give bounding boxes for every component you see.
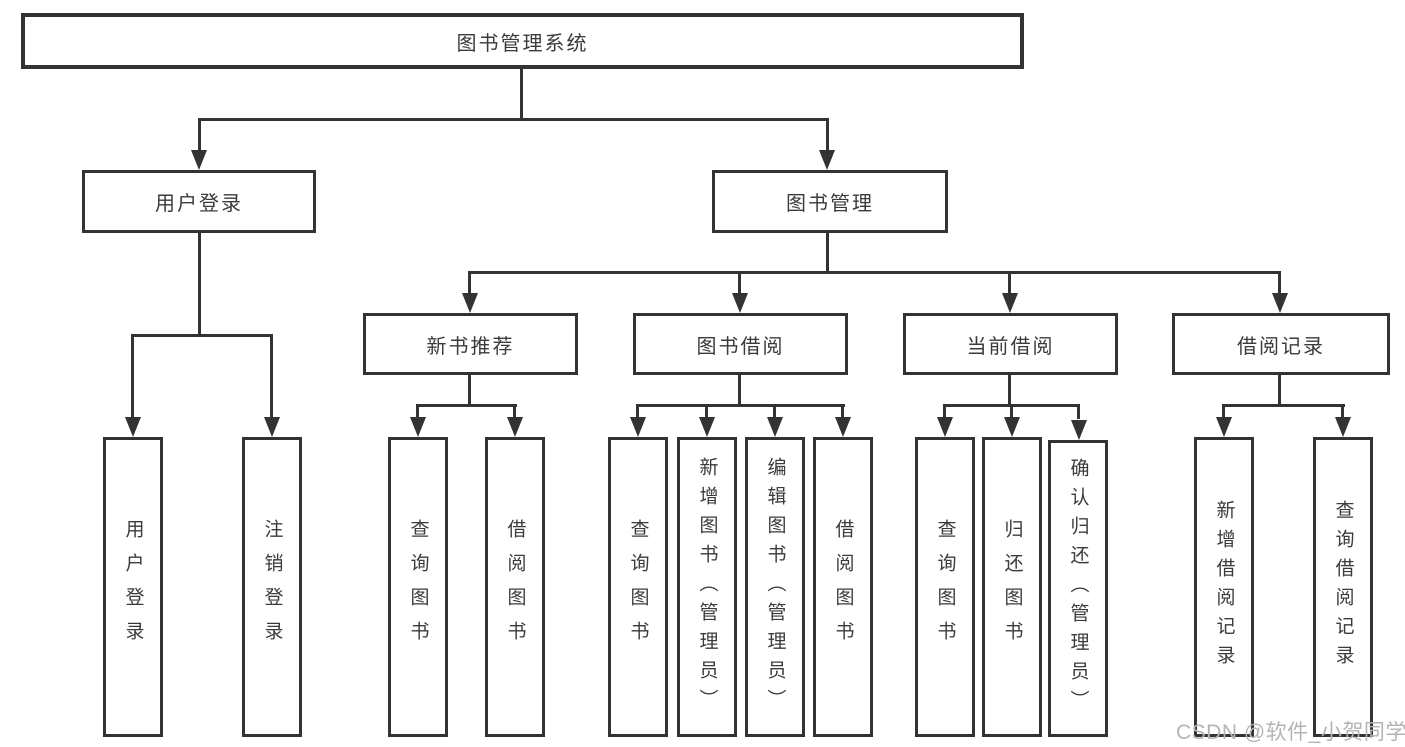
csdn-watermark: CSDN @软件_小贺同学 — [1176, 721, 1405, 744]
connector-vline — [513, 404, 516, 419]
arrow-down-icon — [937, 417, 953, 437]
node-book-borrowing: 图书借阅 — [633, 313, 848, 375]
connector-vline — [826, 118, 829, 152]
connector-hline — [416, 404, 517, 407]
connector-vline — [520, 69, 523, 118]
connector-hline — [198, 118, 828, 121]
leaf-logout-login: 注销登录 — [242, 437, 302, 737]
leaf-borrowing-edit-books-admin: 编辑图书（管理员） — [745, 437, 805, 737]
connector-vline — [841, 404, 844, 419]
node-label: 用户登录 — [122, 519, 144, 655]
arrow-down-icon — [125, 417, 141, 437]
node-label: 用户登录 — [155, 193, 243, 215]
node-label: 图书管理 — [786, 193, 874, 215]
arrow-down-icon — [835, 417, 851, 437]
connector-vline — [198, 118, 201, 152]
arrow-down-icon — [462, 293, 478, 313]
connector-vline — [636, 404, 639, 419]
node-label: 查询借阅记录 — [1332, 500, 1354, 674]
node-new-book-recommendation: 新书推荐 — [363, 313, 578, 375]
connector-vline — [705, 404, 708, 419]
connector-hline — [636, 404, 845, 407]
arrow-down-icon — [630, 417, 646, 437]
connector-vline — [1008, 375, 1011, 407]
node-label: 确认归还（管理员） — [1067, 458, 1089, 719]
connector-vline — [943, 404, 946, 419]
connector-vline — [738, 271, 741, 295]
leaf-current-return-books: 归还图书 — [982, 437, 1042, 737]
connector-vline — [1077, 404, 1080, 419]
node-book-management: 图书管理 — [712, 170, 948, 233]
arrow-down-icon — [1004, 417, 1020, 437]
connector-hline — [1222, 404, 1345, 407]
arrow-down-icon — [1002, 293, 1018, 313]
node-label: 借阅图书 — [832, 519, 854, 655]
leaf-user-login: 用户登录 — [103, 437, 163, 737]
node-label: 当前借阅 — [966, 335, 1055, 358]
node-label: 借阅记录 — [1237, 335, 1325, 358]
node-label: 新增借阅记录 — [1213, 500, 1235, 674]
arrow-down-icon — [819, 150, 835, 170]
leaf-records-add-record: 新增借阅记录 — [1194, 437, 1254, 737]
connector-vline — [131, 334, 134, 418]
node-label: 新增图书（管理员） — [696, 456, 718, 718]
leaf-borrowing-add-books-admin: 新增图书（管理员） — [677, 437, 737, 737]
connector-vline — [1278, 375, 1281, 407]
connector-vline — [1341, 404, 1344, 419]
connector-vline — [270, 334, 273, 418]
leaf-recommend-query-books: 查询图书 — [388, 437, 448, 737]
node-root: 图书管理系统 — [21, 13, 1024, 69]
node-label: 查询图书 — [934, 519, 956, 655]
leaf-borrowing-borrow-books: 借阅图书 — [813, 437, 873, 737]
leaf-current-confirm-return-admin: 确认归还（管理员） — [1048, 440, 1108, 737]
arrow-down-icon — [410, 417, 426, 437]
connector-vline — [826, 233, 829, 271]
connector-vline — [773, 404, 776, 419]
node-borrowing-records: 借阅记录 — [1172, 313, 1390, 375]
node-label: 图书借阅 — [696, 335, 785, 358]
leaf-borrowing-query-books: 查询图书 — [608, 437, 668, 737]
leaf-recommend-borrow-books: 借阅图书 — [485, 437, 545, 737]
connector-hline — [468, 271, 1281, 274]
arrow-down-icon — [507, 417, 523, 437]
arrow-down-icon — [1272, 293, 1288, 313]
leaf-records-query-record: 查询借阅记录 — [1313, 437, 1373, 737]
connector-vline — [1278, 271, 1281, 295]
connector-vline — [416, 404, 419, 419]
leaf-current-query-books: 查询图书 — [915, 437, 975, 737]
node-user-login: 用户登录 — [82, 170, 316, 233]
node-label: 归还图书 — [1001, 519, 1023, 655]
connector-vline — [468, 375, 471, 407]
node-label: 编辑图书（管理员） — [764, 456, 786, 718]
node-label: 查询图书 — [407, 519, 429, 655]
connector-hline — [131, 334, 273, 337]
connector-vline — [198, 233, 201, 337]
node-label: 查询图书 — [627, 519, 649, 655]
node-label: 图书管理系统 — [456, 32, 589, 55]
arrow-down-icon — [767, 417, 783, 437]
arrow-down-icon — [1071, 420, 1087, 440]
arrow-down-icon — [699, 417, 715, 437]
arrow-down-icon — [1335, 417, 1351, 437]
connector-vline — [468, 271, 471, 295]
node-current-borrowing: 当前借阅 — [903, 313, 1118, 375]
arrow-down-icon — [264, 417, 280, 437]
arrow-down-icon — [191, 150, 207, 170]
connector-vline — [1010, 404, 1013, 419]
node-label: 注销登录 — [261, 519, 283, 655]
connector-vline — [738, 375, 741, 407]
node-label: 借阅图书 — [504, 519, 526, 655]
connector-vline — [1222, 404, 1225, 419]
node-label: 新书推荐 — [426, 335, 515, 358]
connector-vline — [1008, 271, 1011, 295]
arrow-down-icon — [1216, 417, 1232, 437]
arrow-down-icon — [732, 293, 748, 313]
